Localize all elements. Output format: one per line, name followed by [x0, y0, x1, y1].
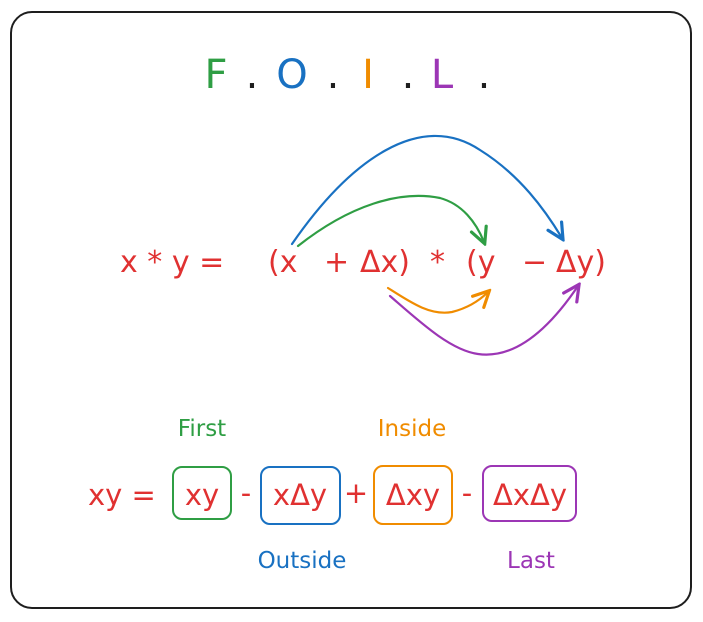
result-op-3: -: [462, 476, 472, 510]
label-first: First: [178, 416, 226, 442]
result-equation: xy = xy - xΔy + Δxy - ΔxΔy: [88, 465, 577, 525]
equation-dy: Δy): [556, 245, 606, 280]
title-dot-2: .: [327, 52, 340, 98]
equation-open-2: (y: [466, 245, 495, 280]
equation-dx: Δx): [360, 245, 410, 280]
last-arrow: [388, 286, 578, 356]
title-dot-1: .: [246, 52, 259, 98]
term-inside: Δxy: [386, 478, 440, 512]
label-outside: Outside: [258, 548, 347, 574]
foil-equation: x * y = (x + Δx) * (y − Δy): [120, 245, 606, 280]
result-op-2: +: [344, 476, 368, 510]
equation-open-1: (x: [268, 245, 297, 280]
term-outside-box: [260, 466, 341, 525]
result-op-1: -: [241, 476, 251, 510]
term-first: xy: [185, 478, 219, 512]
title-letter-o: O: [276, 52, 307, 98]
result-lhs: xy =: [88, 478, 156, 512]
outside-arrow: [290, 134, 562, 246]
label-last: Last: [507, 548, 555, 574]
inside-arrow: [386, 286, 488, 314]
label-inside: Inside: [378, 416, 446, 442]
title-dot-4: .: [478, 52, 491, 98]
title-letter-i: I: [362, 52, 374, 98]
equation-minus: −: [522, 245, 547, 280]
title-letter-l: L: [431, 52, 454, 98]
title-letter-f: F: [204, 52, 227, 98]
first-arrow: [296, 194, 484, 246]
equation-times: *: [430, 245, 445, 280]
term-last-box: [482, 465, 577, 522]
diagram-frame: [10, 11, 692, 609]
title: F . O . I . L .: [204, 52, 490, 98]
title-dot-3: .: [402, 52, 415, 98]
equation-lhs: x * y =: [120, 245, 224, 280]
term-first-box: [172, 466, 232, 520]
equation-plus: +: [324, 245, 349, 280]
foil-arrows: [290, 134, 578, 356]
term-inside-box: [373, 465, 453, 525]
term-outside: xΔy: [273, 478, 327, 512]
term-last: ΔxΔy: [493, 478, 567, 512]
